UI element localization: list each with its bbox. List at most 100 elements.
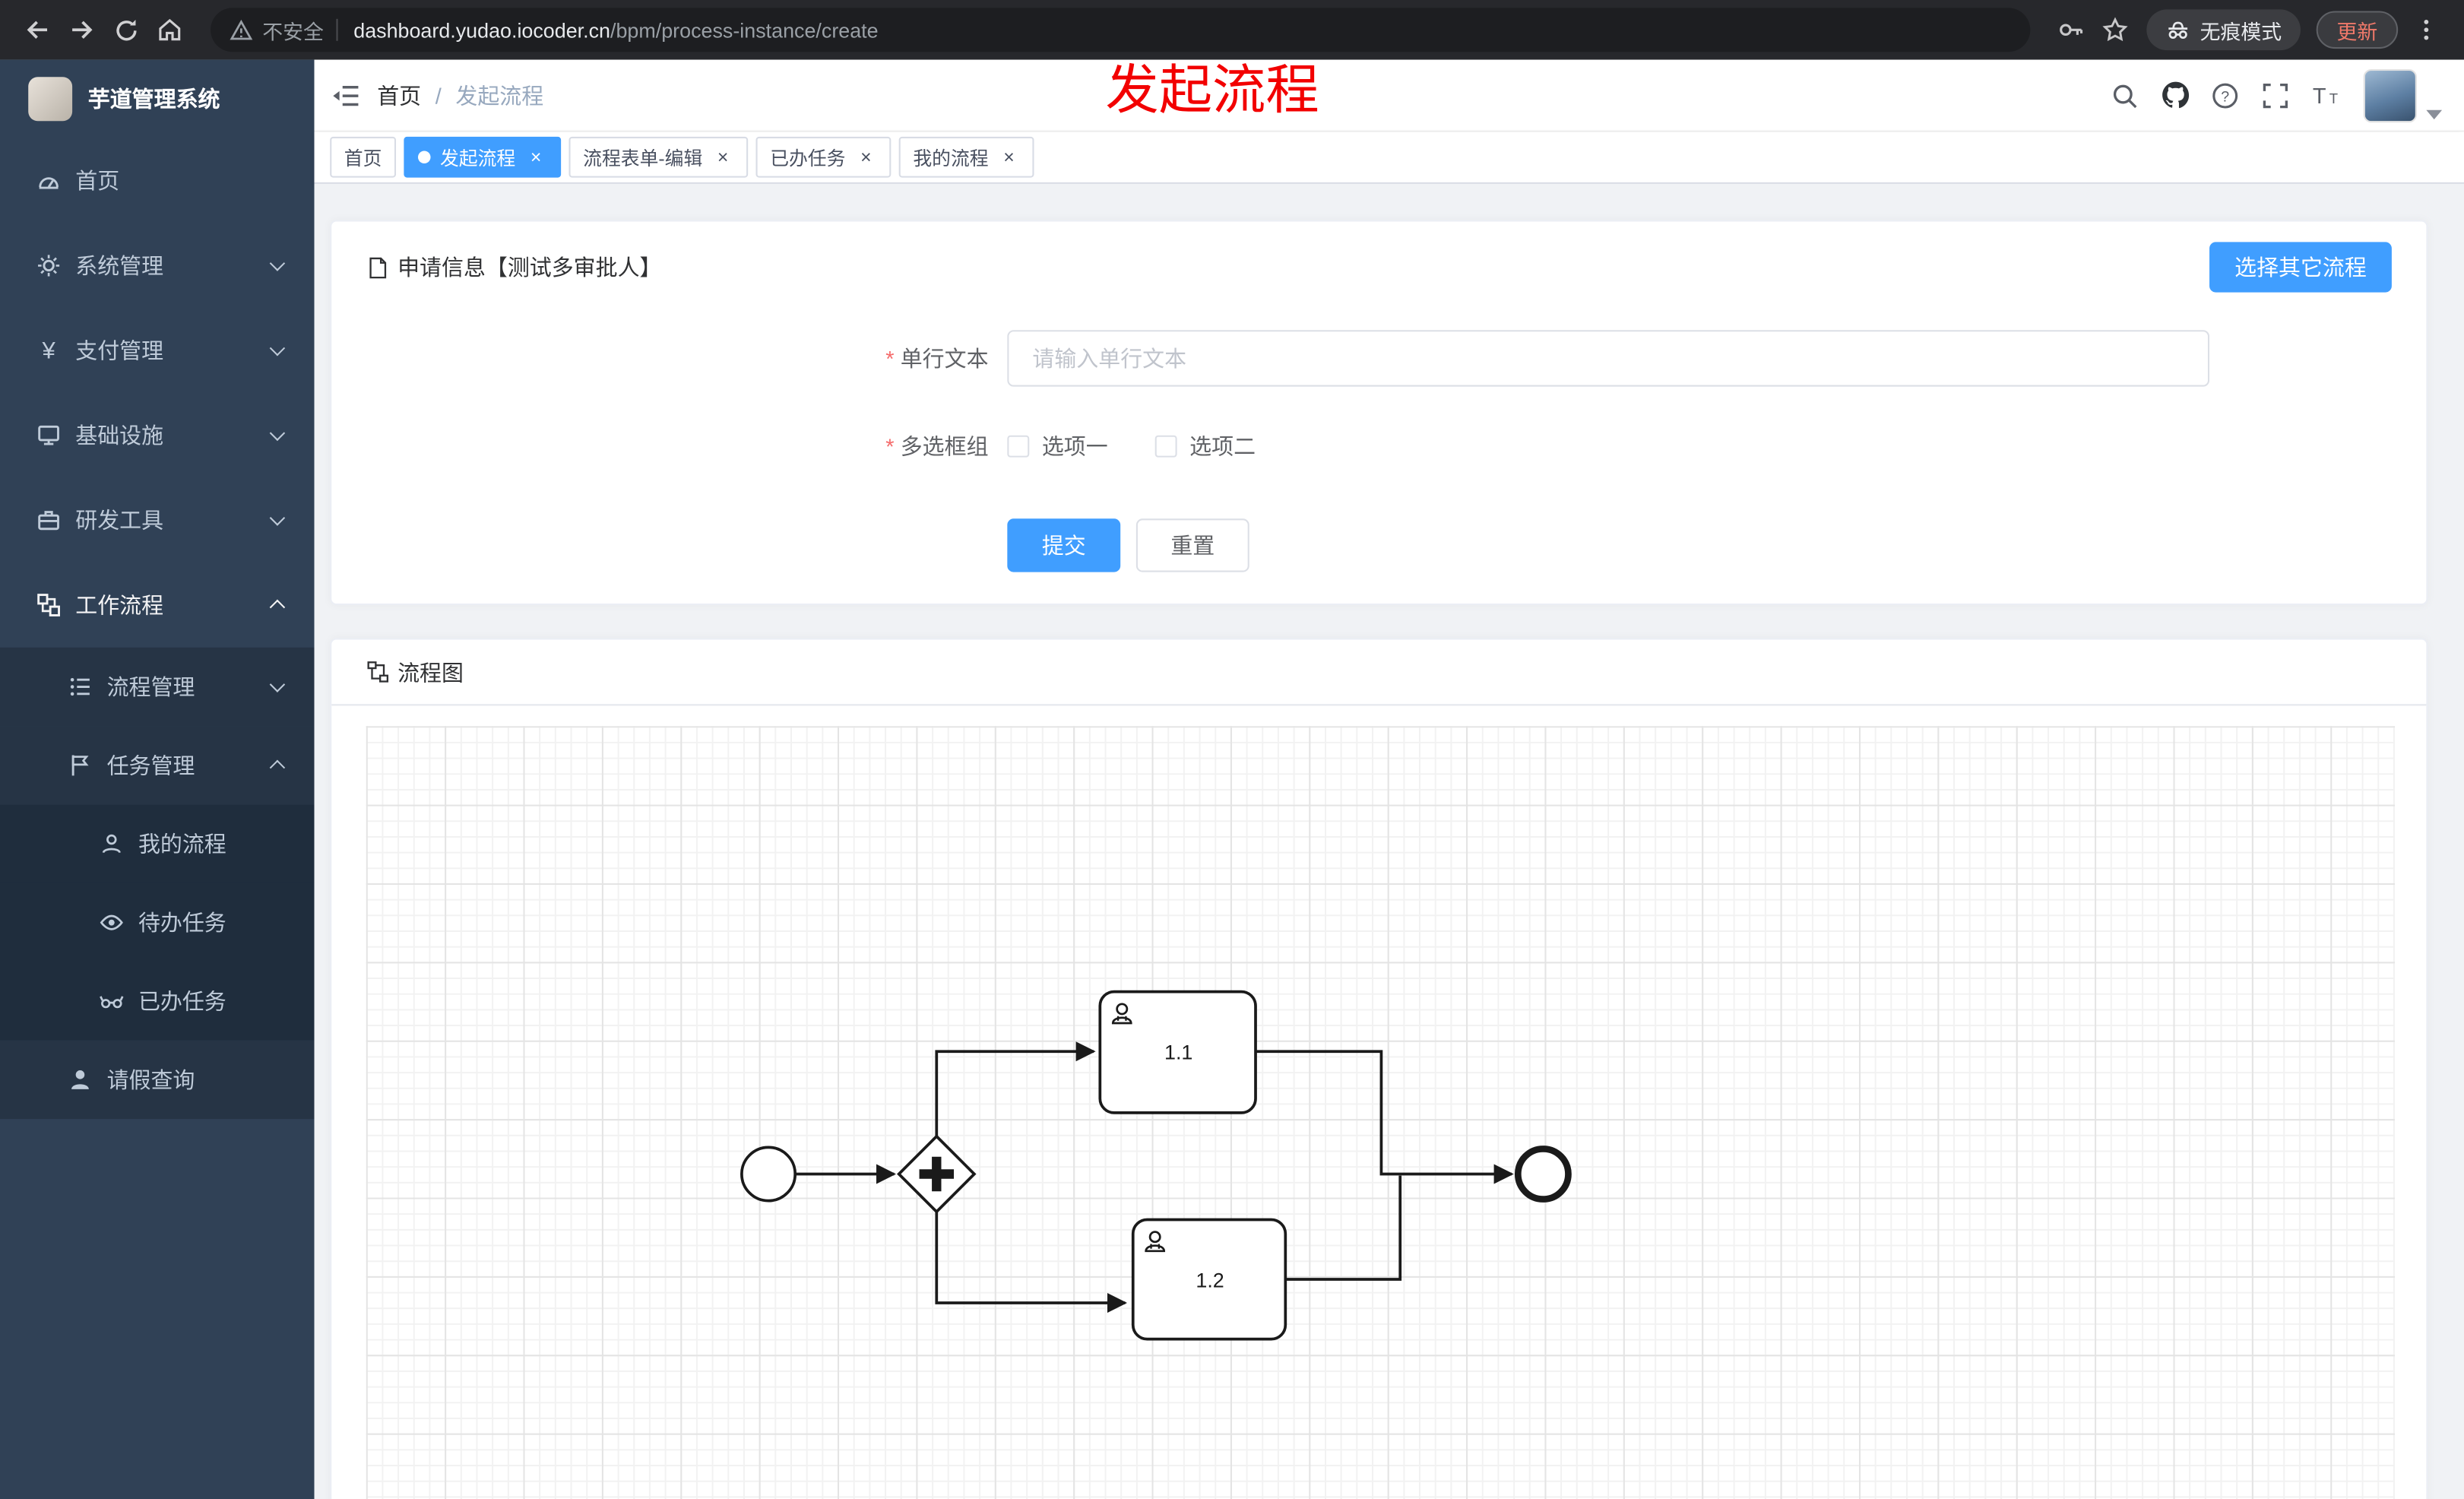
close-icon[interactable]: ×	[530, 146, 542, 169]
browser-back-button[interactable]	[16, 8, 60, 52]
sequence-flow-task2-to-end	[1284, 1175, 1402, 1281]
security-label[interactable]: 不安全	[262, 19, 324, 43]
checkbox-group-label: *多选框组	[885, 433, 989, 459]
checkbox-option-label: 选项二	[1189, 433, 1256, 459]
checkbox-option-1[interactable]: 选项一	[1007, 431, 1108, 462]
user-task-1[interactable]: 1.1	[1098, 990, 1257, 1114]
sidebar-item-label: 已办任务	[138, 988, 226, 1014]
user-task-2[interactable]: 1.2	[1131, 1218, 1287, 1341]
header-fullscreen-button[interactable]	[2250, 59, 2301, 132]
sidebar-item-task-management[interactable]: 任务管理	[0, 726, 315, 805]
browser-menu-button[interactable]	[2404, 8, 2448, 52]
close-icon[interactable]: ×	[860, 146, 872, 169]
search-icon	[2113, 84, 2137, 108]
sidebar-item-dev-tools[interactable]: 研发工具	[0, 478, 315, 563]
checkbox-unchecked-icon[interactable]	[1154, 435, 1177, 458]
bpmn-diagram: 1.1 1.2	[740, 990, 1572, 1341]
chrome-update-button[interactable]: 更新	[2316, 11, 2399, 49]
sidebar-item-home[interactable]: 首页	[0, 138, 315, 223]
app-logo[interactable]: 芋道管理系统	[0, 60, 315, 138]
start-event-node[interactable]	[740, 1146, 797, 1203]
sidebar-item-system-management[interactable]: 系统管理	[0, 223, 315, 309]
single-line-text-input[interactable]	[1007, 330, 2210, 387]
form-buttons-row: 提交 重置	[331, 518, 2426, 572]
tab-initiate-process[interactable]: 发起流程×	[404, 136, 562, 178]
headset-person-icon	[97, 830, 125, 858]
header-github-button[interactable]	[2149, 59, 2200, 132]
sidebar-item-process-management[interactable]: 流程管理	[0, 647, 315, 727]
tab-label: 首页	[344, 147, 382, 170]
password-key-button[interactable]	[2049, 8, 2093, 52]
checkbox-option-2[interactable]: 选项二	[1154, 431, 1256, 462]
sidebar-item-label: 工作流程	[75, 592, 164, 618]
checkbox-unchecked-icon[interactable]	[1007, 435, 1030, 458]
reset-button[interactable]: 重置	[1135, 518, 1249, 572]
header-search-button[interactable]	[2099, 59, 2149, 132]
omnibox-divider	[336, 18, 338, 41]
star-icon	[2102, 17, 2128, 42]
apply-info-title-text: 申请信息【测试多审批人】	[397, 254, 662, 280]
tab-done-tasks[interactable]: 已办任务 ×	[755, 136, 892, 178]
sidebar-item-label: 系统管理	[75, 252, 164, 278]
browser-toolbar: 不安全 dashboard.yudao.iocoder.cn/bpm/proce…	[0, 0, 2464, 60]
chevron-down-icon	[269, 255, 286, 271]
browser-home-button[interactable]	[147, 8, 192, 52]
close-icon[interactable]: ×	[717, 146, 729, 169]
question-circle-icon: ?	[2212, 82, 2238, 108]
sidebar-item-label: 流程管理	[106, 674, 195, 700]
home-icon	[159, 18, 181, 41]
chevron-down-icon	[269, 677, 286, 692]
breadcrumb-home-link[interactable]: 首页	[377, 82, 422, 108]
bpmn-canvas[interactable]: 1.1 1.2	[366, 726, 2396, 1499]
sidebar-item-infrastructure[interactable]: 基础设施	[0, 393, 315, 478]
active-tab-dot-icon	[418, 151, 431, 164]
url-text[interactable]: dashboard.yudao.iocoder.cn/bpm/process-i…	[353, 18, 878, 42]
sidebar-collapse-button[interactable]	[315, 59, 378, 132]
submit-button[interactable]: 提交	[1007, 518, 1121, 572]
single-line-text-row: *单行文本	[331, 330, 2426, 387]
sidebar-item-my-processes[interactable]: 我的流程	[0, 804, 315, 883]
sidebar-item-label: 任务管理	[106, 753, 195, 778]
sidebar-item-label: 待办任务	[138, 910, 226, 936]
sidebar-item-label: 首页	[75, 168, 120, 194]
update-label: 更新	[2336, 19, 2378, 43]
toolbox-icon	[34, 506, 62, 534]
svg-text:T: T	[2313, 84, 2326, 108]
browser-forward-button[interactable]	[60, 8, 104, 52]
header-help-button[interactable]: ?	[2200, 59, 2250, 132]
refresh-icon	[116, 19, 136, 40]
sidebar-item-todo-tasks[interactable]: 待办任务	[0, 883, 315, 962]
url-domain: dashboard.yudao.iocoder.cn	[353, 17, 611, 42]
flowchart-icon	[367, 661, 389, 683]
sidebar-item-leave-query[interactable]: 请假查询	[0, 1040, 315, 1120]
incognito-badge: 无痕模式	[2146, 9, 2301, 51]
tab-process-form-edit[interactable]: 流程表单-编辑×	[568, 136, 749, 178]
apply-info-card: 申请信息【测试多审批人】 选择其它流程 *单行文本 *多选框组 选项一	[330, 220, 2428, 606]
tags-view-bar: 首页 发起流程× 流程表单-编辑× 已办任务 × 我的流程×	[314, 132, 2464, 184]
breadcrumb: 首页 / 发起流程	[377, 79, 543, 110]
address-bar[interactable]: 不安全 dashboard.yudao.iocoder.cn/bpm/proce…	[211, 8, 2031, 52]
flag-icon	[66, 751, 94, 779]
select-other-process-button[interactable]: 选择其它流程	[2209, 242, 2392, 293]
chevron-down-icon	[269, 510, 286, 526]
sidebar-item-payment-management[interactable]: ¥ 支付管理	[0, 308, 315, 393]
task-label: 1.2	[1196, 1269, 1224, 1291]
required-mark: *	[885, 345, 895, 371]
checkbox-group-row: *多选框组 选项一 选项二	[331, 427, 2426, 465]
sidebar-item-workflow[interactable]: 工作流程	[0, 563, 315, 648]
apply-info-title: 申请信息【测试多审批人】	[366, 252, 662, 283]
end-event-node[interactable]	[1514, 1146, 1572, 1203]
tab-my-processes[interactable]: 我的流程×	[898, 136, 1034, 178]
user-task-icon	[1145, 1231, 1166, 1253]
tab-home[interactable]: 首页	[330, 136, 397, 178]
browser-refresh-button[interactable]	[103, 8, 147, 52]
checkbox-group: 选项一 选项二	[1007, 431, 1303, 462]
bookmark-star-button[interactable]	[2093, 8, 2137, 52]
user-avatar-menu[interactable]	[2363, 68, 2443, 122]
sidebar-item-done-tasks[interactable]: 已办任务	[0, 962, 315, 1041]
close-icon[interactable]: ×	[1003, 146, 1015, 169]
tab-label: 已办任务	[770, 147, 846, 170]
